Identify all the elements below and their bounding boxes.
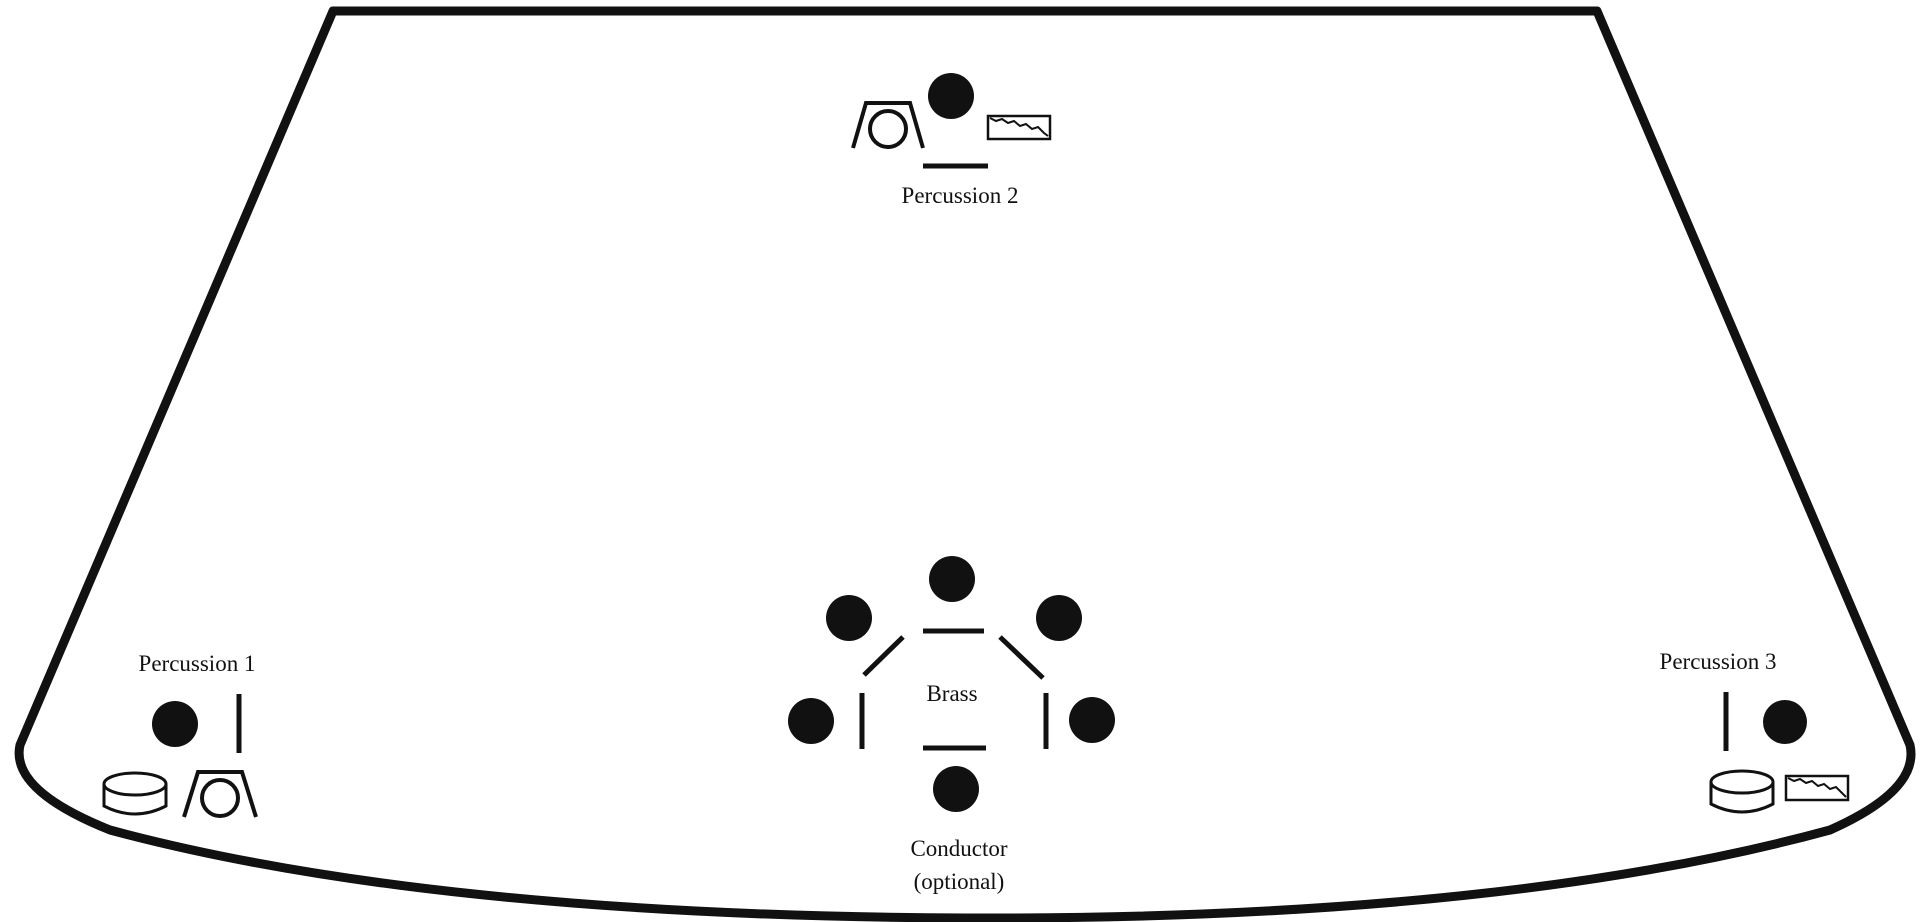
stage-outline (14, 6, 1916, 922)
brass-music-stand (998, 635, 1045, 680)
percussion-3-group: Percussion 3 (1660, 649, 1850, 814)
percussion-2-group: Percussion 2 (851, 73, 1052, 208)
conductor-position (933, 766, 979, 812)
brass-group: Brass (788, 556, 1115, 751)
brass-player-upper-left (826, 595, 872, 641)
conductor-label: Conductor (910, 836, 1007, 861)
bass-drum-icon (182, 770, 258, 818)
drum-icon (102, 771, 168, 816)
percussion-2-label: Percussion 2 (902, 183, 1019, 208)
conductor-group: Conductor (optional) (910, 766, 1008, 894)
percussion-3-label: Percussion 3 (1660, 649, 1777, 674)
percussion-2-player (928, 73, 974, 119)
brass-music-stand (862, 635, 905, 677)
mallet-instrument-icon (1784, 774, 1850, 802)
drum-icon (1709, 769, 1775, 814)
percussion-3-player (1763, 700, 1807, 744)
bass-drum-icon (851, 101, 925, 149)
percussion-1-player (152, 701, 198, 747)
brass-player-top (929, 556, 975, 602)
percussion-1-label: Percussion 1 (139, 651, 256, 676)
brass-player-lower-left (788, 698, 834, 744)
brass-label: Brass (926, 681, 977, 706)
mallet-instrument-icon (986, 114, 1052, 141)
percussion-1-group: Percussion 1 (102, 651, 258, 818)
conductor-optional-label: (optional) (914, 869, 1005, 894)
brass-player-upper-right (1036, 595, 1082, 641)
brass-player-lower-right (1069, 697, 1115, 743)
